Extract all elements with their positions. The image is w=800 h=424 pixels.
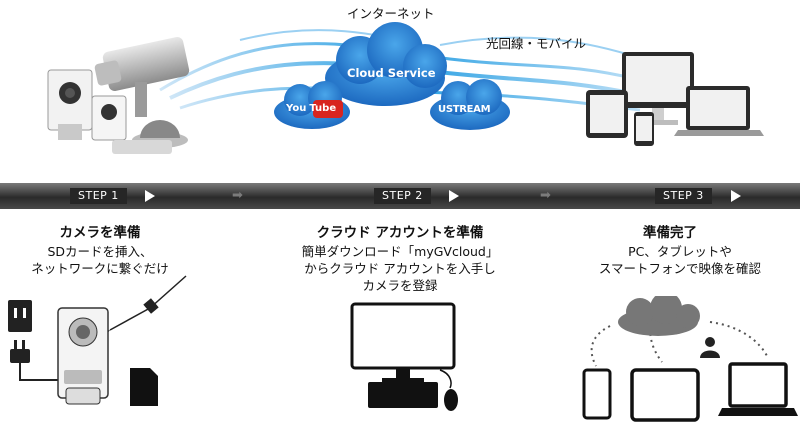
- step-3-line-1: PC、タブレットや: [628, 244, 732, 259]
- play-arrow-icon: [145, 190, 155, 202]
- keyboard-icon: [368, 382, 438, 408]
- step-2-label: STEP 2: [374, 188, 431, 204]
- step-3-line-2: スマートフォンで映像を確認: [598, 261, 762, 276]
- desktop-pc-illustration: [350, 302, 458, 411]
- step-1-description: SDカードを挿入、 ネットワークに繋ぐだけ: [0, 243, 200, 277]
- monitor-icon: [350, 302, 456, 382]
- step-2-description: 簡単ダウンロード「myGVcloud」 からクラウド アカウントを入手し カメラ…: [270, 243, 530, 294]
- step-1-line-2: ネットワークに繋ぐだけ: [31, 261, 169, 276]
- cloud-icon: [618, 296, 700, 336]
- tablet-icon: [630, 368, 700, 422]
- user-icon: [700, 337, 720, 358]
- laptop-icon: [718, 362, 798, 416]
- camera-device-icon: [57, 307, 109, 405]
- smartphone-icon: [582, 368, 612, 420]
- power-outlet-icon: [8, 300, 32, 332]
- arrow-right-icon: ➡: [540, 188, 551, 203]
- step-1-title: カメラを準備: [59, 225, 141, 241]
- mouse-icon: [439, 369, 458, 411]
- sd-card-icon: [130, 368, 158, 406]
- network-diagram: [47, 22, 764, 154]
- network-cable-icon: [98, 275, 187, 338]
- ustream-logo: USTREAM: [438, 104, 491, 115]
- step-bar: STEP 1 ➡ STEP 2 ➡ STEP 3: [0, 183, 800, 209]
- youtube-you-text: You: [286, 103, 307, 114]
- youtube-tube-text: Tube: [309, 103, 337, 114]
- internet-label: インターネット: [347, 6, 435, 21]
- play-arrow-icon: [731, 190, 741, 202]
- youtube-cloud-icon: [274, 81, 350, 129]
- arrow-right-icon: ➡: [232, 188, 243, 203]
- step-2-line-1: 簡単ダウンロード「myGVcloud」: [301, 244, 499, 259]
- network-cameras-illustration: [47, 37, 190, 154]
- dotted-connection-lines: [590, 321, 769, 367]
- step-2-title: クラウド アカウントを準備: [316, 225, 484, 241]
- step-1-line-1: SDカードを挿入、: [47, 244, 153, 259]
- viewing-devices-illustration: [582, 296, 798, 422]
- power-plug-icon: [10, 340, 60, 381]
- cloud-service-icon: [325, 22, 447, 106]
- ustream-cloud-icon: [430, 79, 510, 130]
- camera-setup-illustration: [8, 275, 187, 406]
- step-1-label: STEP 1: [70, 188, 127, 204]
- step-3-title: 準備完了: [643, 225, 697, 241]
- step-3-description: PC、タブレットや スマートフォンで映像を確認: [570, 243, 790, 277]
- step-3-label: STEP 3: [655, 188, 712, 204]
- mobile-line-label: 光回線・モバイル: [486, 36, 587, 51]
- cloud-service-label: Cloud Service: [347, 66, 436, 80]
- play-arrow-icon: [449, 190, 459, 202]
- step-2-line-3: カメラを登録: [362, 278, 438, 293]
- viewer-devices-illustration: [586, 52, 764, 146]
- step-2-line-2: からクラウド アカウントを入手し: [304, 261, 496, 276]
